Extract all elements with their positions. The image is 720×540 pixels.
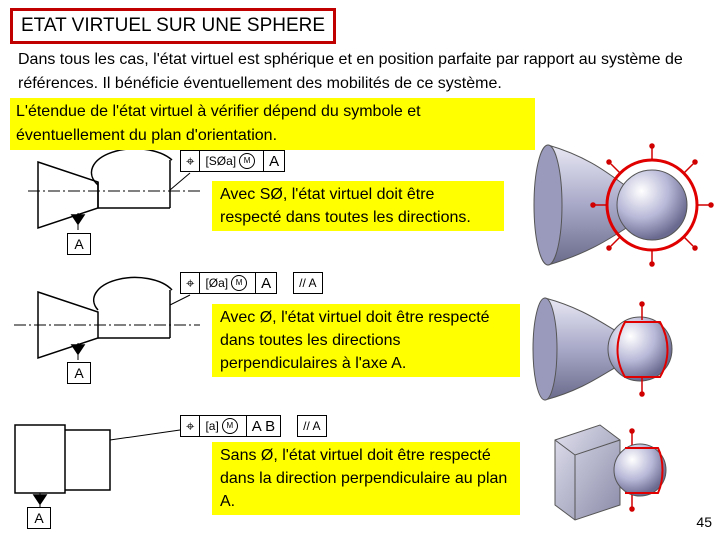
case-2-text: Avec Ø, l'état virtuel doit être respect… <box>212 304 520 377</box>
pictorial-2 <box>532 297 673 401</box>
tolerance-value: [SØa] <box>205 154 237 168</box>
datum-label-3: A <box>27 507 51 529</box>
datum-label-1: A <box>67 233 91 255</box>
highlight-note: L'étendue de l'état virtuel à vérifier d… <box>10 98 535 150</box>
position-symbol-icon: ⌖ <box>180 272 201 294</box>
datum-reference: A B <box>246 415 282 437</box>
profile-drawing-1 <box>28 148 200 230</box>
modifier-m-icon: M <box>239 153 256 169</box>
pictorial-3 <box>554 424 667 521</box>
modifier-m-icon: M <box>221 418 238 434</box>
page-title: ETAT VIRTUEL SUR UNE SPHERE <box>10 8 337 44</box>
datum-label-2: A <box>67 362 91 384</box>
datum-reference: A <box>264 150 286 172</box>
position-symbol-icon: ⌖ <box>180 415 201 437</box>
fcf-case-2: ⌖ [Øa] M A // A <box>180 272 323 294</box>
pictorial-1 <box>533 143 714 267</box>
page-number: 45 <box>696 514 712 530</box>
case-3-text: Sans Ø, l'état virtuel doit être respect… <box>212 442 520 515</box>
position-symbol-icon: ⌖ <box>180 150 201 172</box>
tolerance-value: [a] <box>205 419 219 433</box>
orientation-plane-indicator: // A <box>297 415 327 437</box>
profile-drawing-3 <box>14 424 181 508</box>
orientation-plane-indicator: // A <box>293 272 323 294</box>
fcf-case-3: ⌖ [a] M A B // A <box>180 415 327 437</box>
profile-drawing-2 <box>14 276 200 360</box>
case-1-text: Avec SØ, l'état virtuel doit être respec… <box>212 181 504 231</box>
datum-reference: A <box>256 272 278 294</box>
tolerance-value: [Øa] <box>205 276 229 290</box>
modifier-m-icon: M <box>231 275 248 291</box>
fcf-case-1: ⌖ [SØa] M A <box>180 150 286 172</box>
intro-text: Dans tous les cas, l'état virtuel est sp… <box>18 51 683 92</box>
